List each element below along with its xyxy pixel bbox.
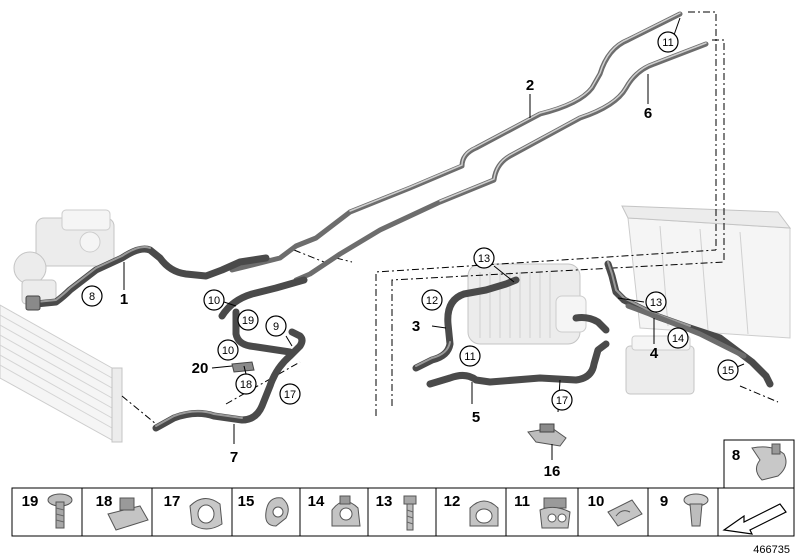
callout-label: 13 bbox=[650, 297, 662, 309]
screw-icon bbox=[47, 493, 73, 529]
strip-label: 14 bbox=[308, 493, 325, 510]
strip-label: 10 bbox=[588, 493, 605, 510]
callout-14[interactable]: 14 bbox=[667, 327, 689, 349]
label-16[interactable]: 16 bbox=[544, 463, 561, 480]
clip-icon bbox=[107, 497, 149, 531]
callout-10-upper[interactable]: 10 bbox=[203, 289, 225, 311]
strip-cell-19[interactable]: 19 bbox=[11, 487, 83, 537]
callout-18[interactable]: 18 bbox=[235, 373, 257, 395]
callout-label: 9 bbox=[273, 321, 279, 333]
callout-label: 17 bbox=[284, 389, 296, 401]
label-20[interactable]: 20 bbox=[192, 360, 209, 377]
strip-label: 18 bbox=[96, 493, 113, 510]
callout-label: 11 bbox=[464, 351, 475, 363]
radiator-ghost bbox=[0, 304, 123, 443]
hose-1 bbox=[25, 245, 270, 311]
strip-cell-12[interactable]: 12 bbox=[435, 487, 507, 537]
expanding-rivet-icon bbox=[683, 493, 709, 527]
cable-clip-icon bbox=[607, 499, 643, 527]
hose-3 bbox=[412, 276, 520, 372]
callout-12[interactable]: 12 bbox=[421, 289, 443, 311]
strip-label: 13 bbox=[376, 493, 393, 510]
strip-label: 11 bbox=[514, 493, 530, 510]
callout-15[interactable]: 15 bbox=[717, 359, 739, 381]
nav-arrow-cell[interactable] bbox=[717, 487, 795, 537]
pipe-6 bbox=[293, 41, 709, 283]
hose-clip-icon bbox=[189, 498, 223, 530]
strip-label: 15 bbox=[238, 493, 255, 510]
strip-cell-9[interactable]: 9 bbox=[647, 487, 719, 537]
document-number: 466735 bbox=[753, 544, 790, 556]
callout-label: 18 bbox=[240, 379, 252, 391]
strip-label: 12 bbox=[444, 493, 461, 510]
callout-13-right[interactable]: 13 bbox=[645, 291, 667, 313]
pipe-clip-icon bbox=[469, 500, 499, 527]
callout-label: 8 bbox=[89, 291, 95, 303]
callout-label: 13 bbox=[478, 253, 490, 265]
bolt-icon bbox=[403, 495, 417, 531]
callout-13-upper[interactable]: 13 bbox=[473, 247, 495, 269]
callout-label: 11 bbox=[662, 37, 673, 49]
callout-label: 14 bbox=[672, 333, 684, 345]
connection-lines bbox=[121, 11, 779, 425]
strip-label: 17 bbox=[164, 493, 181, 510]
strip-cell-13[interactable]: 13 bbox=[367, 487, 437, 537]
label-1[interactable]: 1 bbox=[120, 291, 128, 308]
strip-label: 19 bbox=[22, 493, 39, 510]
strip-cell-14[interactable]: 14 bbox=[299, 487, 369, 537]
bracket-clip-icon bbox=[331, 495, 361, 527]
callout-17-right[interactable]: 17 bbox=[551, 389, 573, 411]
callout-label: 19 bbox=[242, 315, 254, 327]
holder-icon bbox=[265, 497, 289, 527]
callout-17-left[interactable]: 17 bbox=[279, 383, 301, 405]
callout-label: 17 bbox=[556, 395, 568, 407]
callout-label: 15 bbox=[722, 365, 734, 377]
hose-4 bbox=[604, 260, 774, 388]
label-3[interactable]: 3 bbox=[412, 318, 420, 335]
high-voltage-battery-ghost bbox=[621, 205, 792, 339]
callout-11-mid[interactable]: 11 bbox=[459, 345, 481, 367]
arrow-icon bbox=[722, 503, 787, 535]
callout-label: 10 bbox=[208, 295, 220, 307]
hose-7 bbox=[152, 328, 306, 432]
bracket-20 bbox=[231, 361, 255, 373]
callout-8[interactable]: 8 bbox=[81, 285, 103, 307]
strip-cell-18[interactable]: 18 bbox=[81, 487, 153, 537]
label-2[interactable]: 2 bbox=[526, 77, 534, 94]
inset-part-8[interactable]: 8 bbox=[723, 439, 795, 489]
label-6[interactable]: 6 bbox=[644, 105, 652, 122]
hose-clamp-icon bbox=[751, 443, 787, 481]
label-4[interactable]: 4 bbox=[650, 345, 659, 362]
hose-upper-mid bbox=[218, 276, 308, 356]
strip-cell-15[interactable]: 15 bbox=[231, 487, 301, 537]
label-7[interactable]: 7 bbox=[230, 449, 238, 466]
strip-cell-17[interactable]: 17 bbox=[151, 487, 233, 537]
callout-11-top[interactable]: 11 bbox=[657, 31, 679, 53]
callout-9[interactable]: 9 bbox=[265, 315, 287, 337]
ac-compressor-ghost bbox=[467, 263, 587, 345]
callout-label: 12 bbox=[426, 295, 438, 307]
double-clip-icon bbox=[539, 497, 571, 529]
strip-cell-10[interactable]: 10 bbox=[577, 487, 649, 537]
parts-strip: 19 18 17 15 bbox=[11, 487, 795, 537]
pipe-2 bbox=[229, 11, 683, 273]
inset-label: 8 bbox=[732, 447, 740, 464]
callout-19[interactable]: 19 bbox=[237, 309, 259, 331]
electric-machine-ghost bbox=[13, 209, 115, 305]
callout-label: 10 bbox=[222, 345, 234, 357]
callout-10-lower[interactable]: 10 bbox=[217, 339, 239, 361]
label-5[interactable]: 5 bbox=[472, 409, 480, 426]
strip-cell-11[interactable]: 11 bbox=[505, 487, 579, 537]
strip-label: 9 bbox=[660, 493, 668, 510]
hose-5 bbox=[426, 314, 610, 388]
bracket-16 bbox=[527, 423, 567, 447]
